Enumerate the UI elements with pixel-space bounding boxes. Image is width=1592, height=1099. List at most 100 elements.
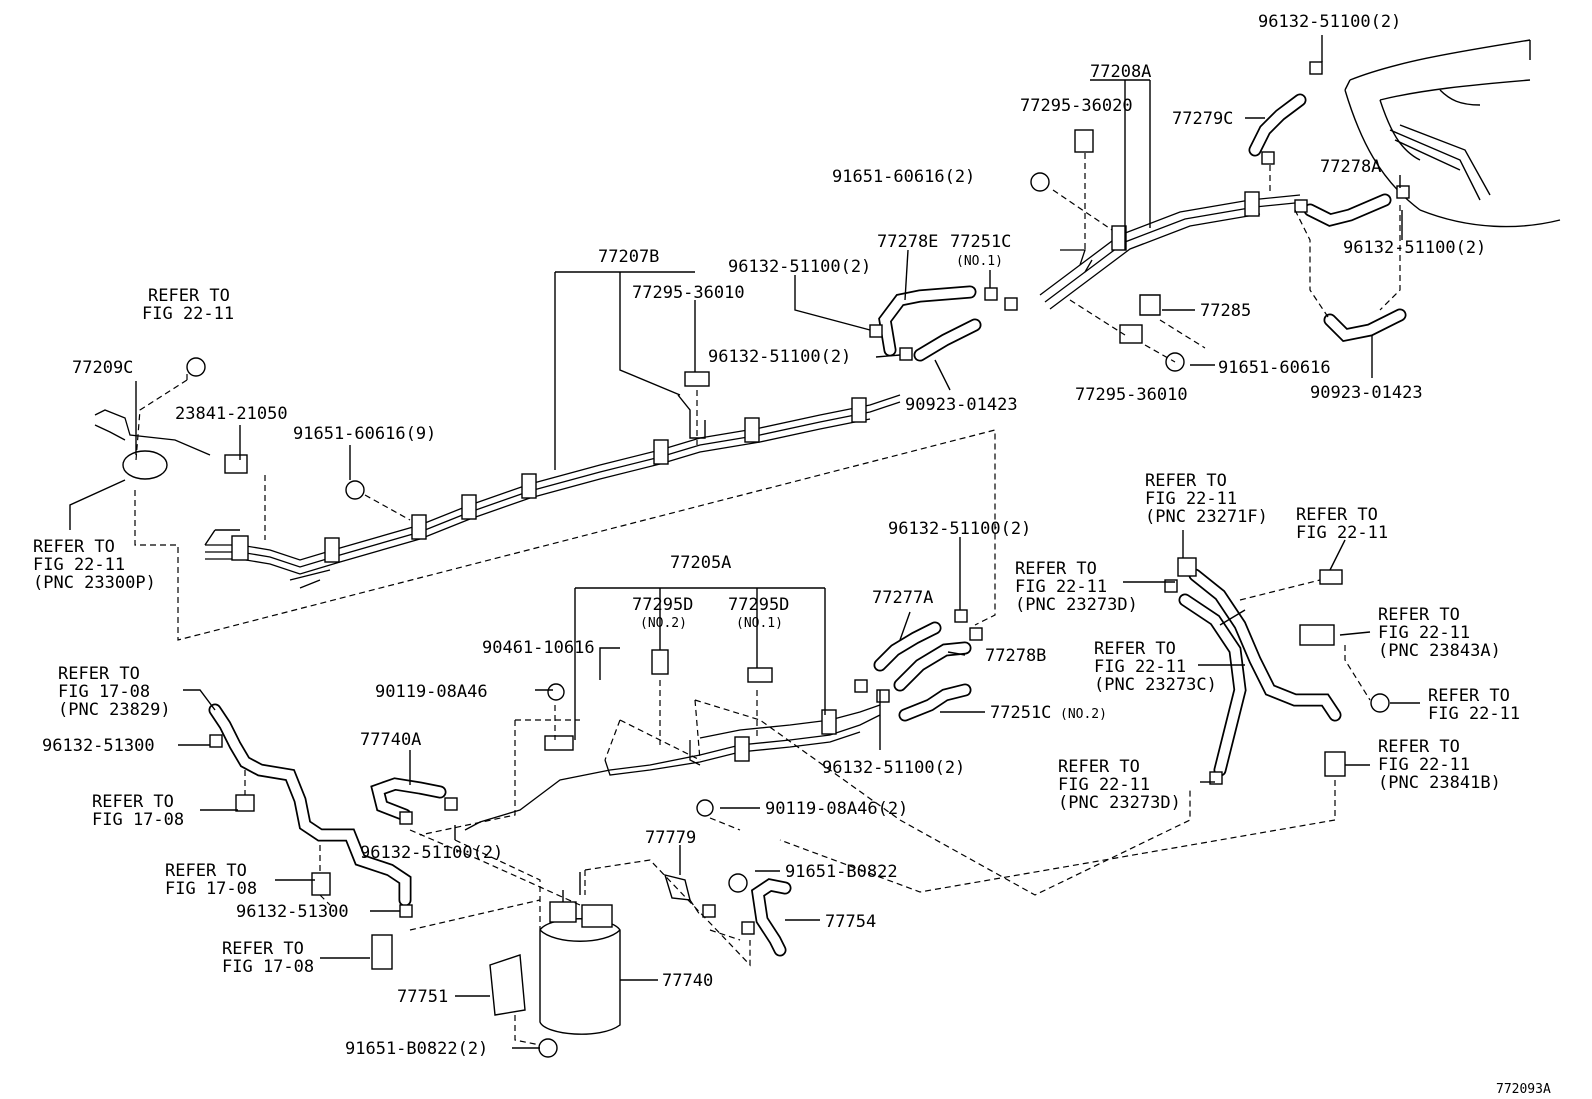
part-label: (NO.1) bbox=[736, 616, 783, 631]
hose-clip-96132-51300 bbox=[209, 734, 223, 748]
tube-clamp bbox=[653, 439, 669, 465]
clamp-77295d-no1 bbox=[747, 667, 773, 683]
bolt-91651-60616 bbox=[1030, 172, 1050, 192]
refer-label: REFER TO bbox=[1058, 757, 1140, 777]
refer-label: REFER TO bbox=[1015, 559, 1097, 579]
hose-clip bbox=[1004, 297, 1018, 311]
part-label: 77295-36010 bbox=[1075, 385, 1188, 405]
tube-clamp bbox=[544, 735, 574, 751]
part-label: 77740A bbox=[360, 730, 421, 750]
part-label: 77209C bbox=[72, 358, 133, 378]
part-label: 77285 bbox=[1200, 301, 1251, 321]
tube-clamp bbox=[734, 736, 750, 762]
part-label: 77278B bbox=[985, 646, 1046, 666]
refer-label: (PNC 23273D) bbox=[1058, 793, 1181, 813]
part-label: 23841-21050 bbox=[175, 404, 288, 424]
bolt-91651-b0822 bbox=[728, 873, 748, 893]
part-label: (NO.2) bbox=[1060, 707, 1107, 722]
tube-clamp bbox=[821, 709, 837, 735]
part-label: 77740 bbox=[662, 971, 713, 991]
part-label: 77251C bbox=[950, 232, 1011, 252]
part-label: 90461-10616 bbox=[482, 638, 595, 658]
part-label: 77278E bbox=[877, 232, 938, 252]
refer-label: FIG 17-08 bbox=[58, 682, 150, 702]
bolt-refer-fig-22-11 bbox=[1370, 693, 1390, 713]
bracket-77751 bbox=[489, 954, 526, 1016]
tube-clamp bbox=[461, 494, 477, 520]
refer-label: FIG 17-08 bbox=[165, 879, 257, 899]
refer-label: FIG 22-11 bbox=[1428, 704, 1520, 724]
refer-label: FIG 17-08 bbox=[92, 810, 184, 830]
hose-clip bbox=[1309, 61, 1323, 75]
connector-23841b bbox=[1324, 751, 1346, 777]
part-label: 77779 bbox=[645, 828, 696, 848]
part-label: 77279C bbox=[1172, 109, 1233, 129]
refer-label: REFER TO bbox=[33, 537, 115, 557]
hose-clamp-refer bbox=[311, 872, 331, 896]
assembly-dashed-lines bbox=[134, 153, 1401, 1046]
part-label: 96132-51300 bbox=[236, 902, 349, 922]
part-label: 77751 bbox=[397, 987, 448, 1007]
tube-clamp bbox=[324, 537, 340, 563]
refer-label: FIG 22-11 bbox=[1094, 657, 1186, 677]
hose-clip bbox=[969, 627, 983, 641]
bolt-91651-60616 bbox=[345, 480, 365, 500]
refer-label: REFER TO bbox=[1378, 737, 1460, 757]
refer-label: FIG 22-11 bbox=[1296, 523, 1388, 543]
bolt-refer-fig-22-11 bbox=[186, 357, 206, 377]
diagram-reference-code: 772093A bbox=[1496, 1082, 1551, 1097]
refer-label: REFER TO bbox=[222, 939, 304, 959]
fuel-tube-assembly-upper bbox=[204, 191, 1306, 589]
hose-clip bbox=[444, 797, 458, 811]
part-label: 91651-B0822 bbox=[785, 862, 898, 882]
refer-label: (PNC 23300P) bbox=[33, 573, 156, 593]
hose-clip bbox=[954, 609, 968, 623]
refer-label: FIG 17-08 bbox=[222, 957, 314, 977]
part-label: (NO.2) bbox=[640, 616, 687, 631]
refer-label: (PNC 23273D) bbox=[1015, 595, 1138, 615]
bracket-23843a bbox=[1299, 624, 1335, 646]
bolt-90119-08a46 bbox=[547, 683, 565, 701]
refer-label: FIG 22-11 bbox=[1015, 577, 1107, 597]
refer-label: REFER TO bbox=[148, 286, 230, 306]
hose-clip bbox=[702, 904, 716, 918]
clamp-77295d-no2 bbox=[651, 649, 669, 675]
refer-label: (PNC 23271F) bbox=[1145, 507, 1268, 527]
refer-label: FIG 22-11 bbox=[33, 555, 125, 575]
hose-clip bbox=[854, 679, 868, 693]
hose-clip bbox=[1164, 579, 1178, 593]
connector-23271f bbox=[1177, 557, 1197, 577]
refer-label: FIG 22-11 bbox=[1145, 489, 1237, 509]
tube-clamp bbox=[851, 397, 867, 423]
tube-clamp-77295-36010 bbox=[1119, 324, 1143, 344]
refer-label: REFER TO bbox=[1296, 505, 1378, 525]
refer-label: REFER TO bbox=[1378, 605, 1460, 625]
part-label: 96132-51100(2) bbox=[1258, 12, 1401, 32]
refer-label: FIG 22-11 bbox=[1058, 775, 1150, 795]
hose-clip bbox=[876, 689, 890, 703]
hose-clip bbox=[1294, 199, 1308, 213]
part-label: 91651-60616 bbox=[1218, 358, 1331, 378]
refer-label: FIG 22-11 bbox=[1378, 623, 1470, 643]
part-label: 96132-51100(2) bbox=[360, 843, 503, 863]
part-label: 90923-01423 bbox=[905, 395, 1018, 415]
vsv-77209c bbox=[122, 450, 168, 480]
clamp-refer-fig-22-11 bbox=[1319, 569, 1343, 585]
hose-clip bbox=[1209, 771, 1223, 785]
part-label: 90923-01423 bbox=[1310, 383, 1423, 403]
small-parts bbox=[122, 61, 1410, 1058]
part-label: 96132-51100(2) bbox=[728, 257, 871, 277]
hose-clip bbox=[1261, 151, 1275, 165]
refer-label: (PNC 23841B) bbox=[1378, 773, 1501, 793]
part-label: 77251C bbox=[990, 703, 1051, 723]
tube-clamp-77295-36020 bbox=[1074, 129, 1094, 153]
leader-lines bbox=[69, 35, 1420, 1049]
part-label: 77277A bbox=[872, 588, 933, 608]
refer-label: (PNC 23843A) bbox=[1378, 641, 1501, 661]
refer-label: REFER TO bbox=[92, 792, 174, 812]
refer-label: REFER TO bbox=[1428, 686, 1510, 706]
bolt-90119-08a46 bbox=[696, 799, 714, 817]
part-label: 90119-08A46(2) bbox=[765, 799, 908, 819]
part-labels: 96132-51100(2) 77208A 77295-36020 77279C… bbox=[33, 12, 1551, 1097]
